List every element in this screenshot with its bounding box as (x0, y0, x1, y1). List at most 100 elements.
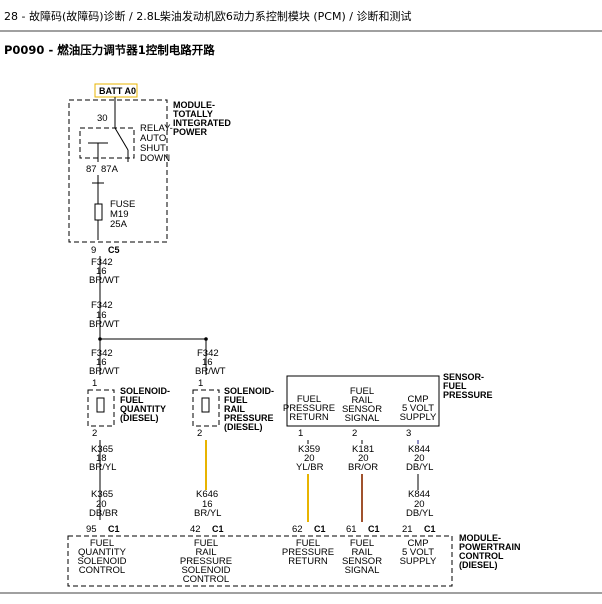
wire-f342-d: F342 16 BR/WT (195, 348, 226, 377)
svg-text:POWERTRAIN: POWERTRAIN (459, 542, 521, 552)
svg-text:CMP: CMP (407, 538, 428, 549)
svg-text:FUEL: FUEL (350, 538, 374, 549)
svg-text:61: 61 (346, 524, 357, 535)
svg-text:SIGNAL: SIGNAL (345, 565, 380, 576)
svg-text:TOTALLY: TOTALLY (173, 109, 213, 119)
svg-text:RETURN: RETURN (289, 412, 329, 423)
tipm-label: MODULE- TOTALLY INTEGRATED POWER (173, 100, 231, 137)
svg-text:20: 20 (414, 499, 425, 510)
svg-text:RAIL: RAIL (351, 395, 372, 406)
svg-text:42: 42 (190, 524, 201, 535)
svg-text:BR/OR: BR/OR (348, 462, 378, 473)
relay-pin-87: 87 (86, 164, 97, 175)
sol-rail-label: SOLENOID- FUEL RAIL PRESSURE (DIESEL) (224, 386, 274, 432)
pcm-pin-21: 21 C1 (402, 524, 436, 535)
relay-pin-87a: 87A (101, 164, 119, 175)
svg-text:RAIL: RAIL (195, 547, 216, 558)
svg-text:K844: K844 (408, 489, 430, 500)
fuse-label: FUSE M19 25A (110, 199, 135, 230)
pcm-pin-61: 61 C1 (346, 524, 380, 535)
svg-text:SUPPLY: SUPPLY (400, 556, 437, 567)
sol-rail-icon (201, 397, 210, 413)
svg-text:SHUT: SHUT (140, 143, 166, 154)
svg-text:F342: F342 (197, 348, 219, 359)
svg-text:BR/WT: BR/WT (89, 366, 120, 377)
svg-text:5 VOLT: 5 VOLT (402, 547, 434, 558)
sol-rail-pin-2: 2 (197, 428, 202, 439)
svg-text:RAIL: RAIL (351, 547, 372, 558)
svg-text:K844: K844 (408, 444, 430, 455)
svg-text:K365: K365 (91, 444, 113, 455)
sensor-box (286, 375, 440, 427)
svg-text:FUEL: FUEL (224, 395, 248, 405)
svg-text:16: 16 (202, 499, 213, 510)
svg-text:21: 21 (402, 524, 413, 535)
svg-text:20: 20 (414, 453, 425, 464)
sol-qty-icon (96, 397, 105, 413)
svg-text:F342: F342 (91, 257, 113, 268)
svg-text:25A: 25A (110, 219, 128, 230)
svg-text:C1: C1 (368, 524, 380, 534)
sol-qty-box (87, 389, 115, 427)
wire-k181: K181 20 BR/OR (348, 444, 378, 473)
pcm-col-qty: FUEL QUANTITY SOLENOID CONTROL (77, 538, 126, 576)
svg-text:FUEL: FUEL (443, 381, 467, 391)
tipm-module-box (68, 99, 168, 243)
svg-text:FUEL: FUEL (350, 386, 374, 397)
sensor-pin-3: 3 (406, 428, 411, 439)
svg-text:DB/YL: DB/YL (406, 508, 433, 519)
svg-text:16: 16 (96, 266, 107, 277)
svg-text:SUPPLY: SUPPLY (400, 412, 437, 423)
batt-label: BATT A0 (99, 86, 136, 96)
svg-text:SIGNAL: SIGNAL (345, 413, 380, 424)
svg-text:C1: C1 (314, 524, 326, 534)
svg-text:SOLENOID-: SOLENOID- (224, 386, 274, 396)
wire-k844-a: K844 20 DB/YL (406, 444, 433, 473)
svg-text:K365: K365 (91, 489, 113, 500)
c5-connector: C5 (108, 245, 120, 255)
sol-rail-pin-1: 1 (198, 378, 203, 389)
svg-text:FUEL: FUEL (120, 395, 144, 405)
pcm-title: MODULE- POWERTRAIN CONTROL (DIESEL) (459, 533, 521, 570)
svg-text:PRESSURE: PRESSURE (282, 547, 334, 558)
svg-text:PRESSURE: PRESSURE (283, 403, 335, 414)
wire-k365-b: K365 20 DB/BR (89, 489, 118, 519)
svg-text:SOLENOID: SOLENOID (77, 556, 126, 567)
sensor-pin-2: 2 (352, 428, 357, 439)
svg-text:18: 18 (96, 453, 107, 464)
svg-text:QUANTITY: QUANTITY (78, 547, 127, 558)
svg-text:QUANTITY: QUANTITY (120, 404, 166, 414)
pcm-pin-62: 62 C1 (292, 524, 326, 535)
svg-text:SENSOR: SENSOR (342, 556, 382, 567)
relay-label: RELAY- AUTO SHUT DOWN (140, 123, 173, 164)
svg-text:DB/YL: DB/YL (406, 462, 433, 473)
svg-text:AUTO: AUTO (140, 133, 166, 144)
svg-text:BR/YL: BR/YL (89, 462, 116, 473)
svg-text:K646: K646 (196, 489, 218, 500)
svg-text:RAIL: RAIL (224, 404, 245, 414)
svg-text:C1: C1 (108, 524, 120, 534)
svg-text:RELAY-: RELAY- (140, 123, 173, 134)
svg-text:SENSOR-: SENSOR- (443, 372, 484, 382)
wire-f342-c: F342 16 BR/WT (89, 348, 120, 377)
batt-box (94, 83, 138, 98)
svg-text:K181: K181 (352, 444, 374, 455)
svg-text:16: 16 (202, 357, 213, 368)
wire-f342-a: F342 16 BR/WT (89, 257, 120, 286)
svg-text:FUEL: FUEL (90, 538, 114, 549)
svg-text:SOLENOID: SOLENOID (181, 565, 230, 576)
svg-text:C1: C1 (424, 524, 436, 534)
pcm-pin-95: 95 C1 (86, 524, 120, 535)
pcm-col-signal: FUEL RAIL SENSOR SIGNAL (342, 538, 382, 576)
svg-text:K359: K359 (298, 444, 320, 455)
sol-qty-pin-2: 2 (92, 428, 97, 439)
svg-text:FUSE: FUSE (110, 199, 135, 210)
svg-text:(DIESEL): (DIESEL) (224, 422, 263, 432)
svg-text:(DIESEL): (DIESEL) (459, 560, 498, 570)
svg-text:BR/WT: BR/WT (195, 366, 226, 377)
sensor-col-supply: CMP 5 VOLT SUPPLY (400, 394, 437, 423)
svg-text:F342: F342 (91, 300, 113, 311)
svg-text:CONTROL: CONTROL (79, 565, 125, 576)
svg-text:POWER: POWER (173, 127, 208, 137)
